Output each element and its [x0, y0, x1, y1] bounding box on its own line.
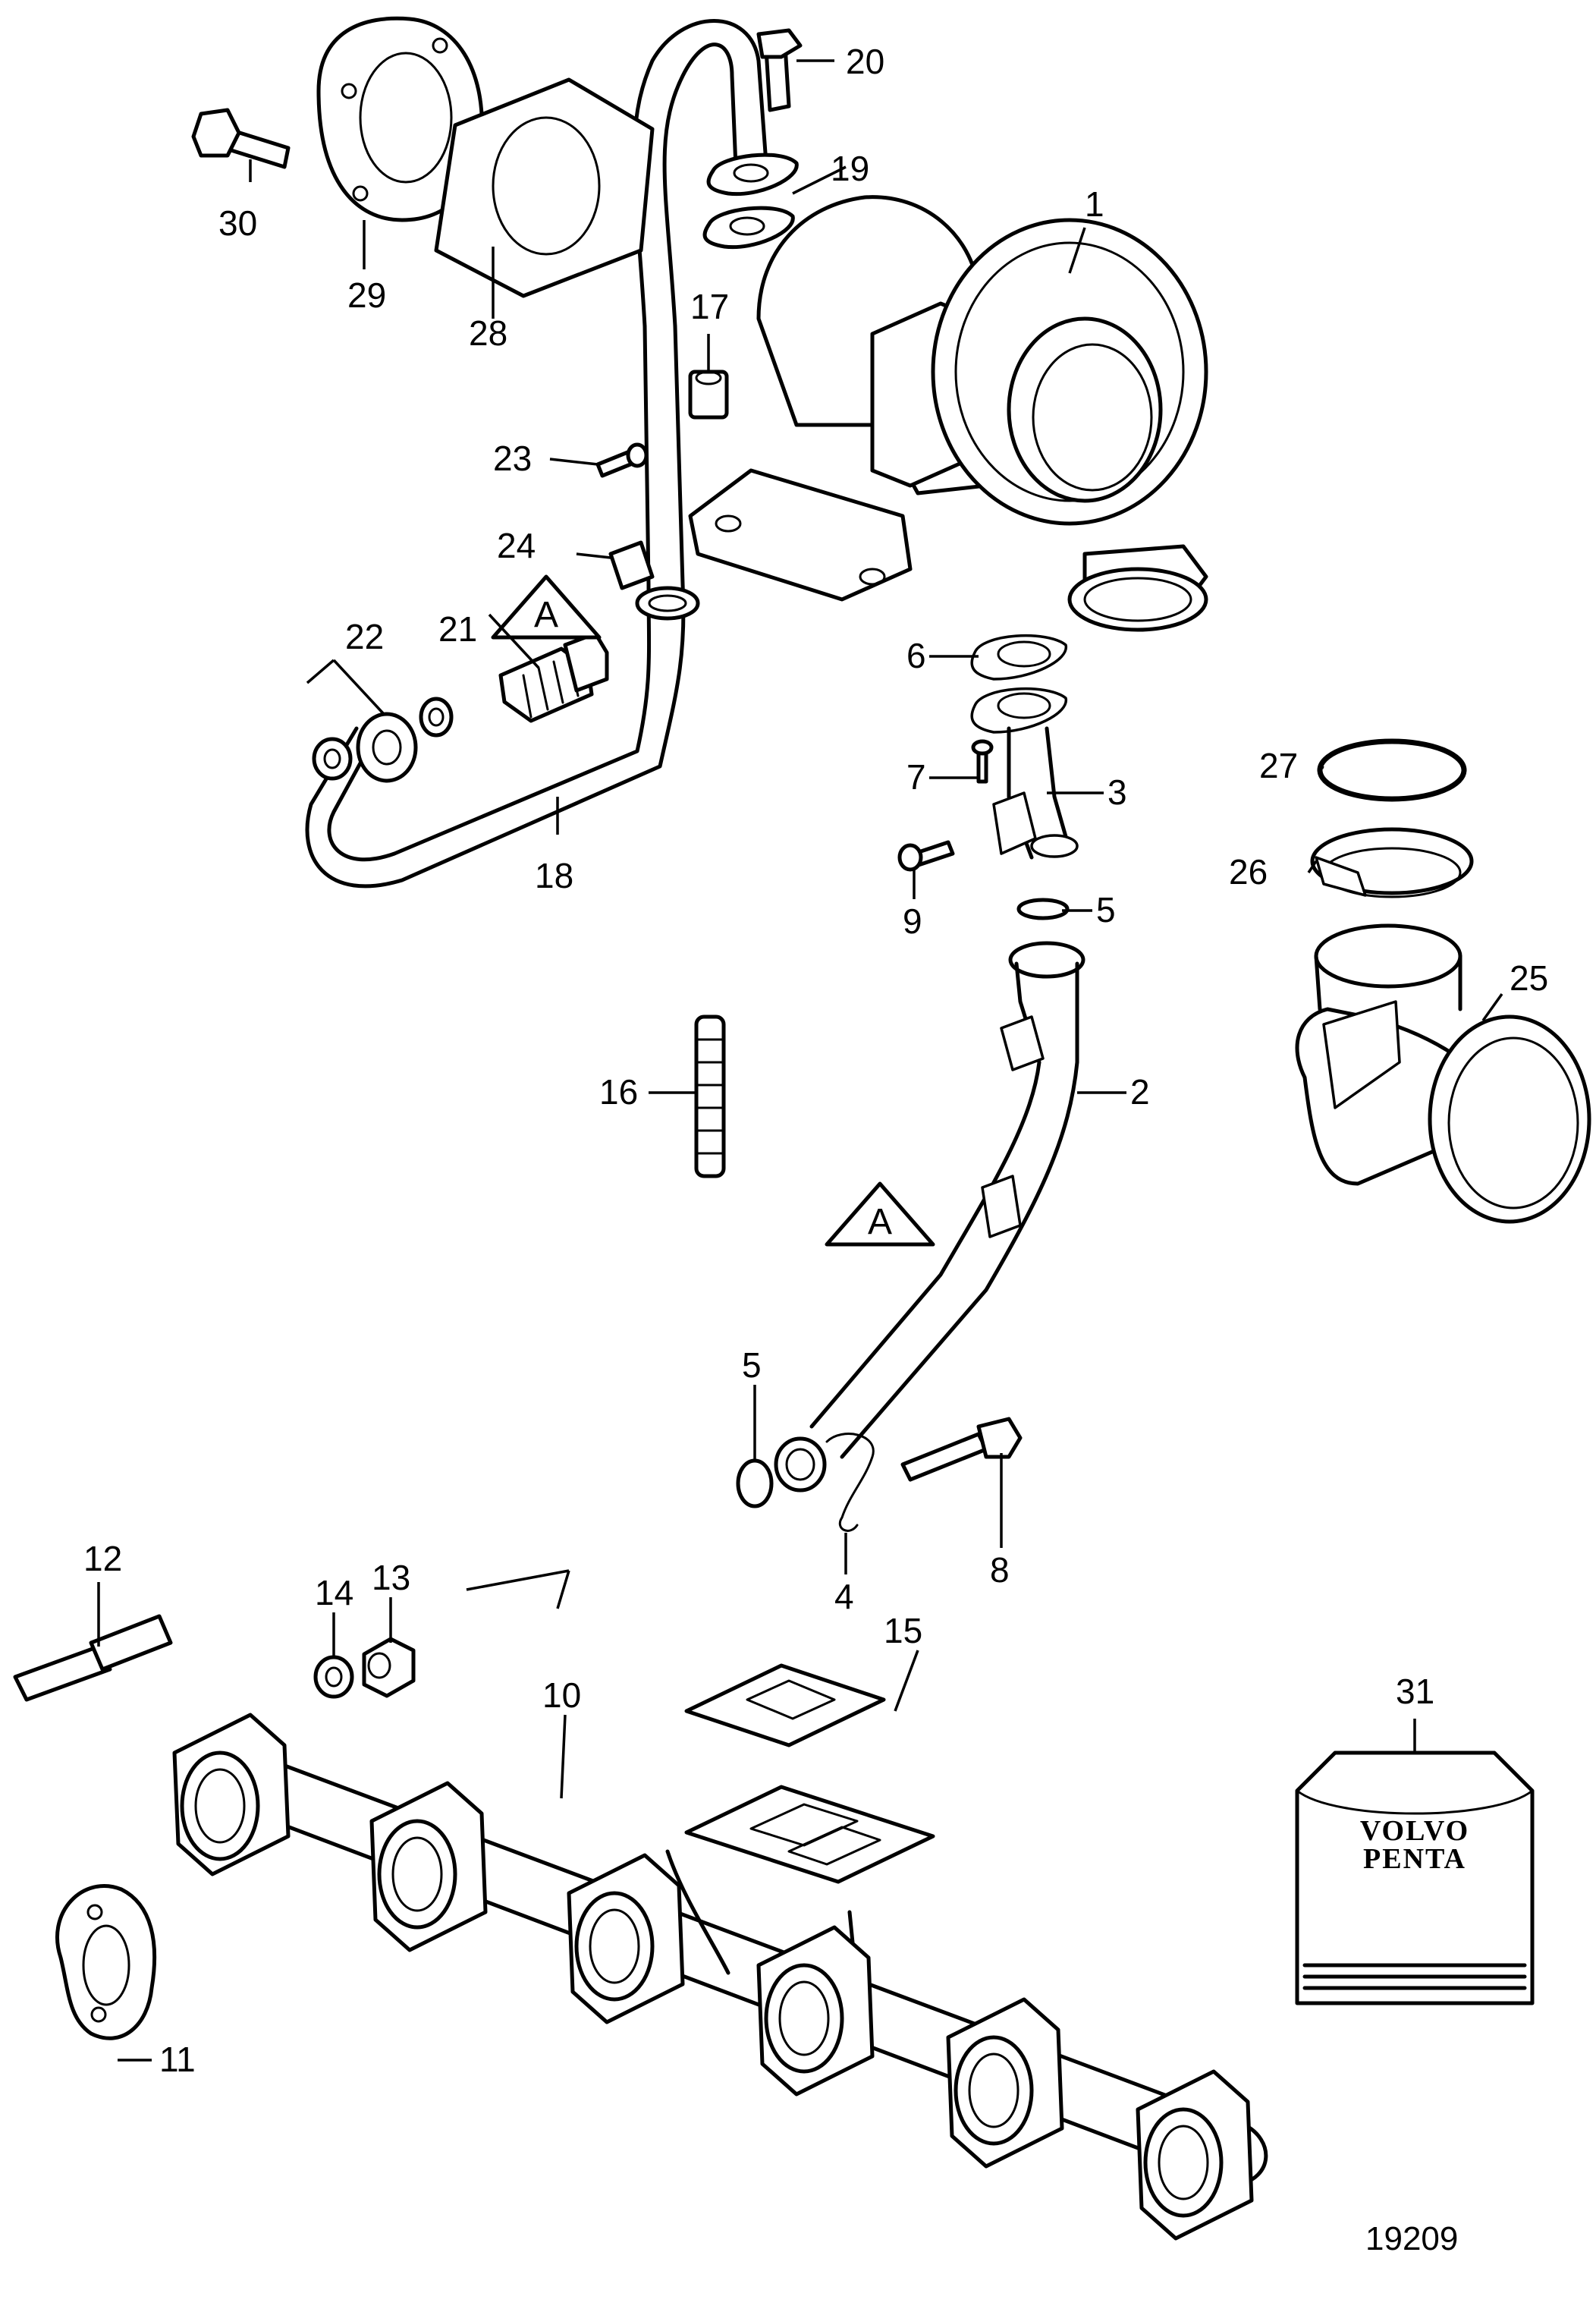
- flange-gasket: [434, 77, 655, 298]
- callout-30: 30: [218, 203, 257, 243]
- callout-numbers: 1 2 3 4 5 5 6 7 8 9 10 11 12 13 14 15 16…: [83, 42, 1548, 2079]
- turbocharger: [688, 195, 1208, 632]
- callout-27: 27: [1259, 746, 1298, 785]
- callout-1: 1: [1085, 184, 1104, 224]
- kit-brand-line2: PENTA: [1363, 1843, 1466, 1875]
- callout-16: 16: [599, 1072, 638, 1112]
- flange-bolt: [191, 108, 291, 169]
- leader-lines: [97, 59, 1503, 2062]
- callout-9: 9: [903, 901, 922, 941]
- o-ring-large: [1317, 738, 1467, 802]
- long-stud: [694, 1014, 726, 1178]
- reference-marker-lower: A: [825, 1181, 935, 1247]
- callout-6: 6: [906, 636, 926, 675]
- intake-pipe: [1295, 923, 1591, 1224]
- pipe-clip: [825, 1433, 875, 1532]
- callout-10: 10: [542, 1675, 581, 1715]
- callout-11: 11: [159, 2040, 196, 2079]
- callout-28: 28: [469, 313, 507, 353]
- clamp-bolt: [595, 442, 649, 478]
- callout-29: 29: [347, 275, 386, 315]
- pipe-clamp: [608, 540, 700, 621]
- callout-13: 13: [372, 1558, 410, 1597]
- callout-3: 3: [1107, 772, 1127, 812]
- callout-22: 22: [345, 617, 384, 656]
- callout-18: 18: [535, 856, 573, 895]
- drain-screw: [971, 739, 994, 784]
- callout-25: 25: [1510, 958, 1548, 998]
- manifold-gasket: [55, 1884, 157, 2040]
- callout-15: 15: [884, 1611, 922, 1650]
- oil-line-bolt: [756, 28, 803, 112]
- callout-21: 21: [438, 609, 477, 649]
- callout-5-lower: 5: [742, 1345, 762, 1385]
- spacer-nut: [688, 370, 729, 420]
- turbo-flange-gaskets: [684, 1663, 935, 1884]
- callout-20: 20: [846, 42, 884, 81]
- banjo-bolt: [498, 631, 609, 723]
- figure-number: 19209: [1365, 2220, 1458, 2257]
- o-ring-upper: [1016, 898, 1070, 920]
- exhaust-manifold: [172, 1713, 1268, 2241]
- callout-14: 14: [315, 1573, 353, 1612]
- bracket-bolt: [897, 840, 955, 872]
- reference-marker-upper-label: A: [534, 595, 558, 635]
- reference-marker-upper: A: [491, 574, 602, 640]
- callout-12: 12: [83, 1539, 122, 1578]
- reference-marker-lower-label: A: [868, 1202, 892, 1242]
- kit-brand-line1: VOLVO: [1360, 1815, 1469, 1847]
- gasket-kit: [1295, 1751, 1535, 2005]
- nut: [362, 1637, 416, 1698]
- o-ring-lower: [736, 1458, 774, 1508]
- washer: [313, 1655, 354, 1699]
- outlet-flange: [316, 16, 484, 222]
- callout-31: 31: [1396, 1672, 1434, 1711]
- callout-24: 24: [497, 526, 536, 565]
- callout-7: 7: [906, 757, 926, 797]
- callout-4: 4: [834, 1577, 854, 1616]
- callout-2: 2: [1130, 1072, 1150, 1112]
- stud: [13, 1614, 173, 1702]
- callout-19: 19: [831, 149, 869, 188]
- hose-clamp: [1310, 827, 1474, 898]
- oil-return-pipe-lower: [774, 941, 1085, 1493]
- oil-line-flange: [702, 153, 799, 250]
- return-pipe-bolt: [900, 1417, 1023, 1482]
- callout-5-upper: 5: [1096, 890, 1116, 930]
- callout-8: 8: [990, 1550, 1010, 1590]
- banjo-fitting: [312, 712, 418, 783]
- callout-17: 17: [690, 287, 729, 326]
- callout-23: 23: [493, 439, 532, 478]
- oil-return-pipe-upper: [970, 634, 1079, 860]
- oil-pressure-pipe: [305, 19, 768, 889]
- sealing-washer: [419, 697, 454, 738]
- callout-26: 26: [1229, 852, 1268, 892]
